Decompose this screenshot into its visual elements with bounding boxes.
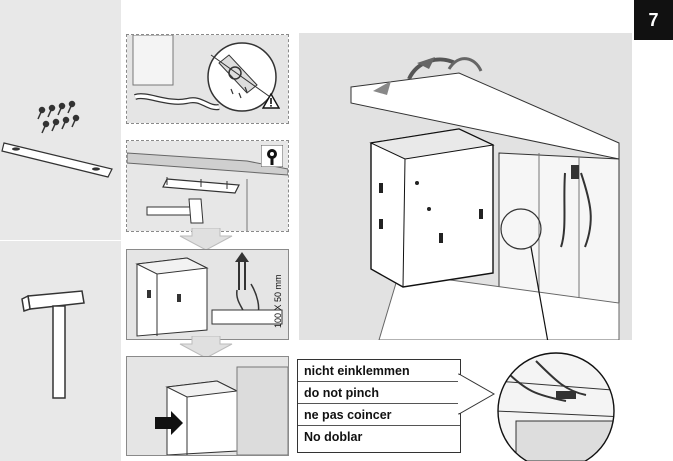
- arrow-down-2: [179, 336, 233, 358]
- pinch-warning-line-fr: ne pas coincer: [298, 404, 460, 426]
- pinch-warning-line-de: nicht einklemmen: [298, 360, 460, 382]
- page-number-tab: 7: [634, 0, 673, 40]
- strip-mounting-panel: [126, 140, 289, 232]
- push-into-niche-illustration: [127, 357, 288, 455]
- page-number: 7: [648, 9, 659, 30]
- sidebar-divider: [0, 240, 121, 241]
- dimension-label: 100 X 50 mm: [273, 274, 283, 328]
- pinch-warning-line-en: do not pinch: [298, 382, 460, 404]
- main-installation-illustration: [350, 57, 620, 340]
- warning-triangle-icon: [262, 93, 280, 109]
- pinch-warning-pointer: [458, 373, 496, 415]
- mounting-strip-icon: [1, 142, 113, 178]
- arrow-down-1: [179, 228, 233, 250]
- dishwasher-hose-panel: 100 X 50 mm: [126, 249, 289, 340]
- hose-connection-panel: [126, 34, 289, 124]
- hose-connection-illustration: [127, 35, 288, 123]
- wrench-icon: [261, 145, 283, 167]
- push-into-niche-panel: [126, 356, 289, 456]
- pinch-warning-line-es: No doblar: [304, 430, 363, 444]
- pinch-warning-box: nicht einklemmen do not pinch ne pas coi…: [297, 359, 461, 453]
- detail-zoom-circle: [497, 352, 615, 461]
- screws-icon: [37, 100, 80, 134]
- tools-sidebar: [0, 0, 121, 461]
- hammer-icon: [21, 290, 85, 399]
- main-installation-panel: [299, 33, 632, 340]
- dishwasher-hose-illustration: [127, 250, 288, 339]
